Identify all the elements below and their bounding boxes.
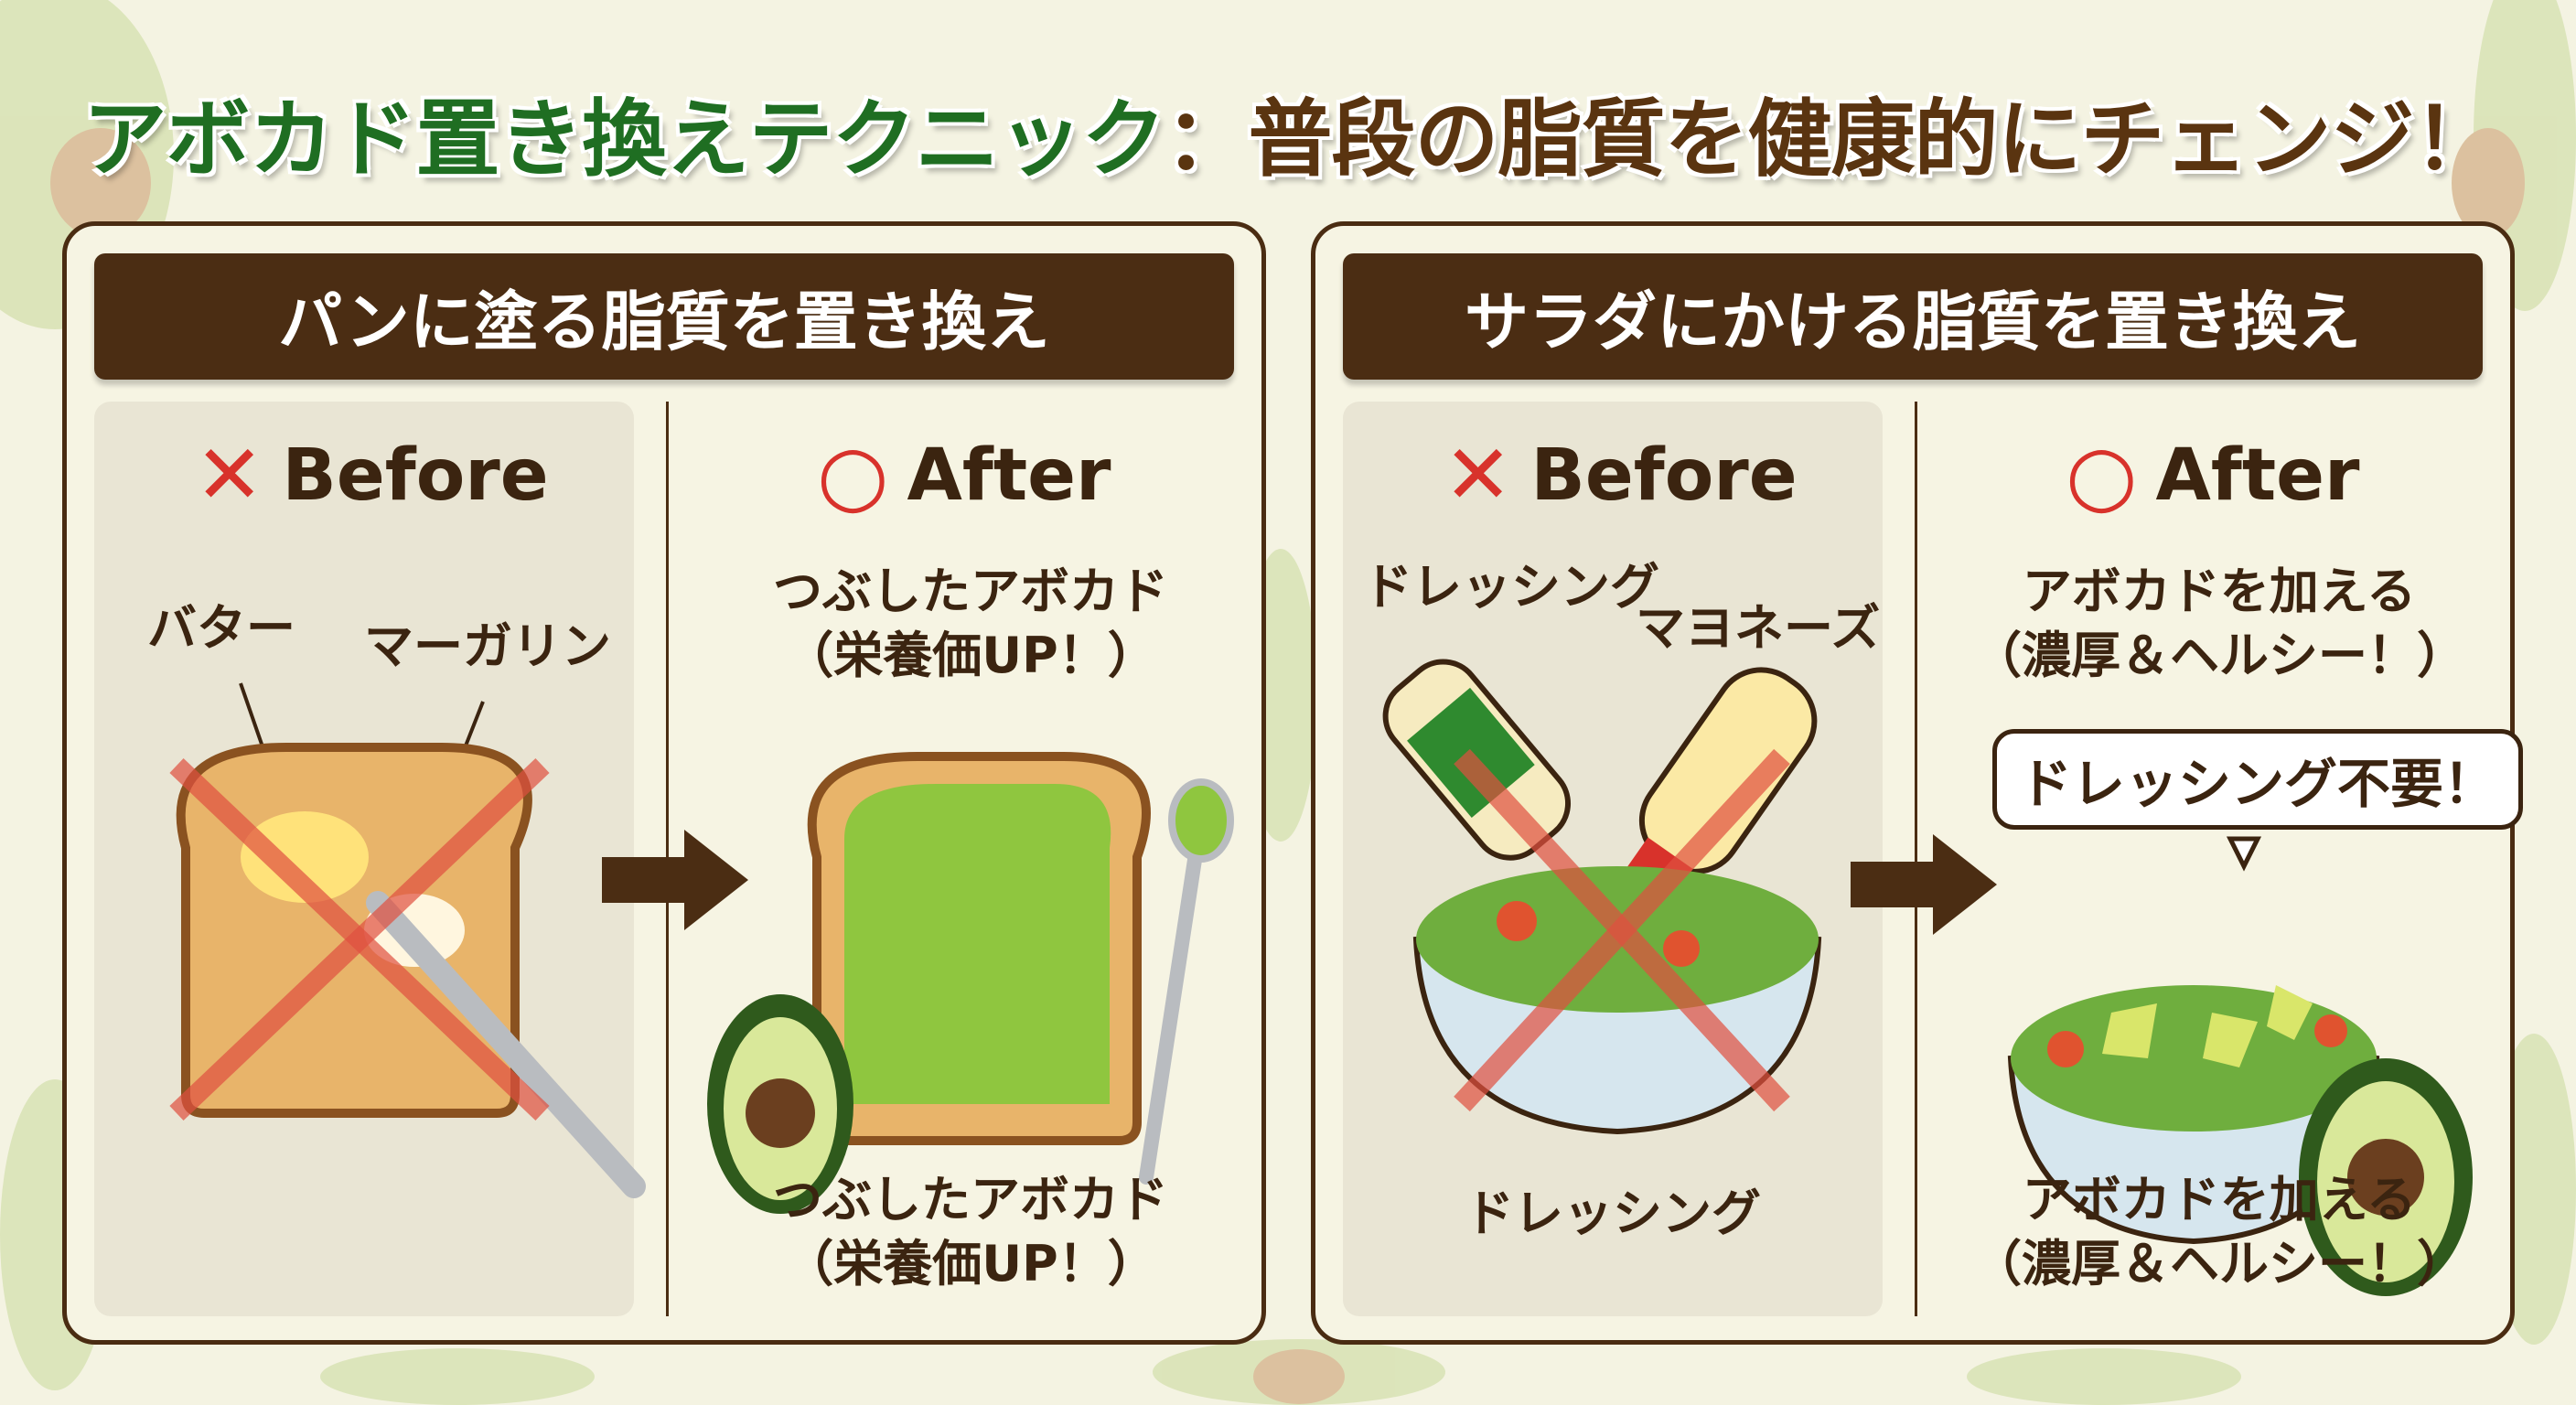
before-label: ✕Before <box>195 427 549 523</box>
cross-icon: ✕ <box>1444 427 1513 523</box>
after-caption-bottom: つぶしたアボカド（栄養価UP！） <box>773 1171 1168 1293</box>
callout-dressing: ドレッシング <box>1363 558 1659 616</box>
arrow-right-icon <box>602 830 748 930</box>
after-caption-top: つぶしたアボカド（栄養価UP！） <box>773 563 1168 685</box>
panel-header: パンに塗る脂質を置き換え <box>94 253 1234 380</box>
panel-header: サラダにかける脂質を置き換え <box>1343 253 2483 380</box>
after-caption-bottom: アボカドを加える（濃厚＆ヘルシー！） <box>1972 1171 2466 1293</box>
circle-icon: ○ <box>817 427 889 523</box>
toast-butter-illustration <box>169 682 646 1198</box>
speech-bubble: ドレッシング不要！ <box>1992 729 2524 830</box>
arrow-right-icon <box>1851 834 1997 935</box>
avocado-toast-illustration <box>707 752 1234 1214</box>
before-column <box>1343 402 1883 1316</box>
bread-panel: パンに塗る脂質を置き換え ✕Before ○After バター マーガリン つぶ… <box>62 221 1266 1345</box>
page-title: アボカド置き換えテクニック：普段の脂質を健康的にチェンジ！ <box>82 91 2497 188</box>
salad-dressing-illustration <box>1382 659 1822 1135</box>
avocado-salad-illustration <box>2007 836 2473 1296</box>
before-caption: ドレッシング <box>1465 1185 1761 1242</box>
callout-butter: バター <box>147 599 295 657</box>
after-label: ○After <box>817 427 1111 523</box>
salad-panel: サラダにかける脂質を置き換え ✕Before ○After ドレッシング マヨネ… <box>1311 221 2524 1345</box>
cross-icon: ✕ <box>195 427 264 523</box>
after-label: ○After <box>2066 427 2360 523</box>
callout-margarine: マーガリン <box>364 617 611 675</box>
circle-icon: ○ <box>2066 427 2138 523</box>
callout-mayonnaise: マヨネーズ <box>1636 599 1881 657</box>
divider <box>1915 402 1917 1316</box>
before-label: ✕Before <box>1444 427 1798 523</box>
after-caption-top: アボカドを加える（濃厚＆ヘルシー！） <box>1972 563 2466 685</box>
